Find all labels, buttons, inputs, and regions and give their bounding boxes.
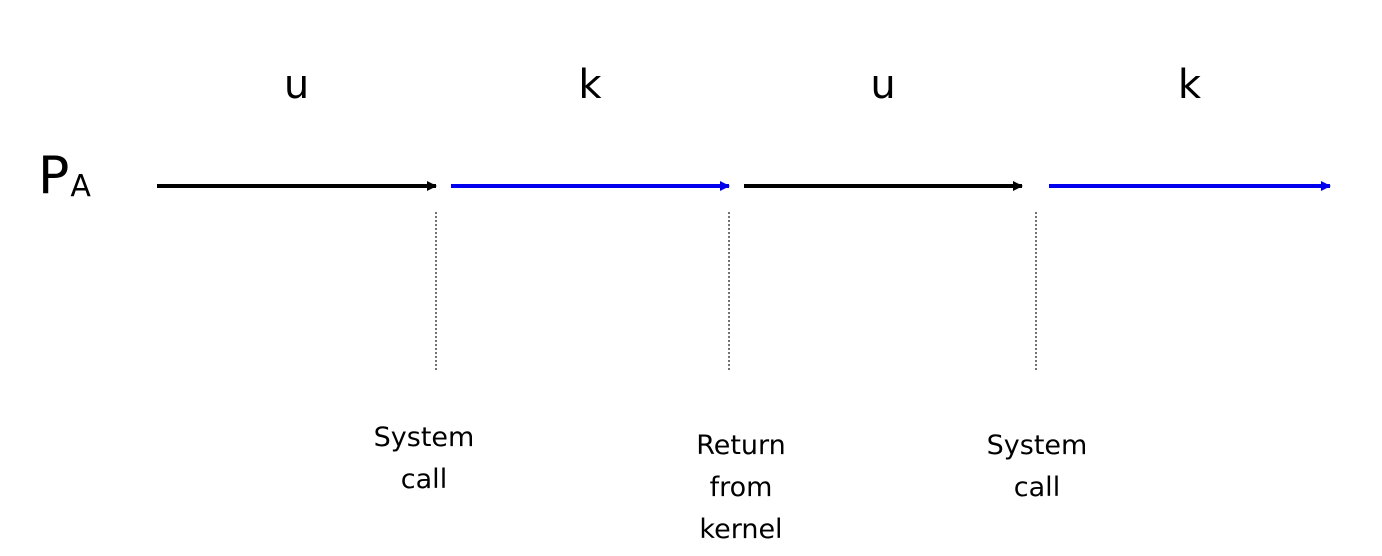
event-label: Return from kernel <box>696 430 786 545</box>
event-label: System call <box>374 422 475 495</box>
process-subscript: A <box>70 169 91 204</box>
event-label-line: call <box>1014 472 1060 503</box>
user-mode-label: u <box>284 62 309 108</box>
event-label: System call <box>987 430 1088 503</box>
event-label-line: Return <box>696 430 786 461</box>
event-label-line: System <box>987 430 1088 461</box>
kernel-mode-label: k <box>1178 62 1202 108</box>
process-letter: P <box>38 146 69 206</box>
event-label-line: System <box>374 422 475 453</box>
process-label: PA <box>38 146 91 206</box>
event-labels: System call Return from kernel System call <box>374 422 1088 545</box>
user-mode-label: u <box>870 62 895 108</box>
event-label-line: kernel <box>699 514 782 545</box>
kernel-mode-label: k <box>578 62 602 108</box>
event-label-line: call <box>401 464 447 495</box>
event-boundaries <box>435 212 1037 372</box>
event-label-line: from <box>710 472 773 503</box>
